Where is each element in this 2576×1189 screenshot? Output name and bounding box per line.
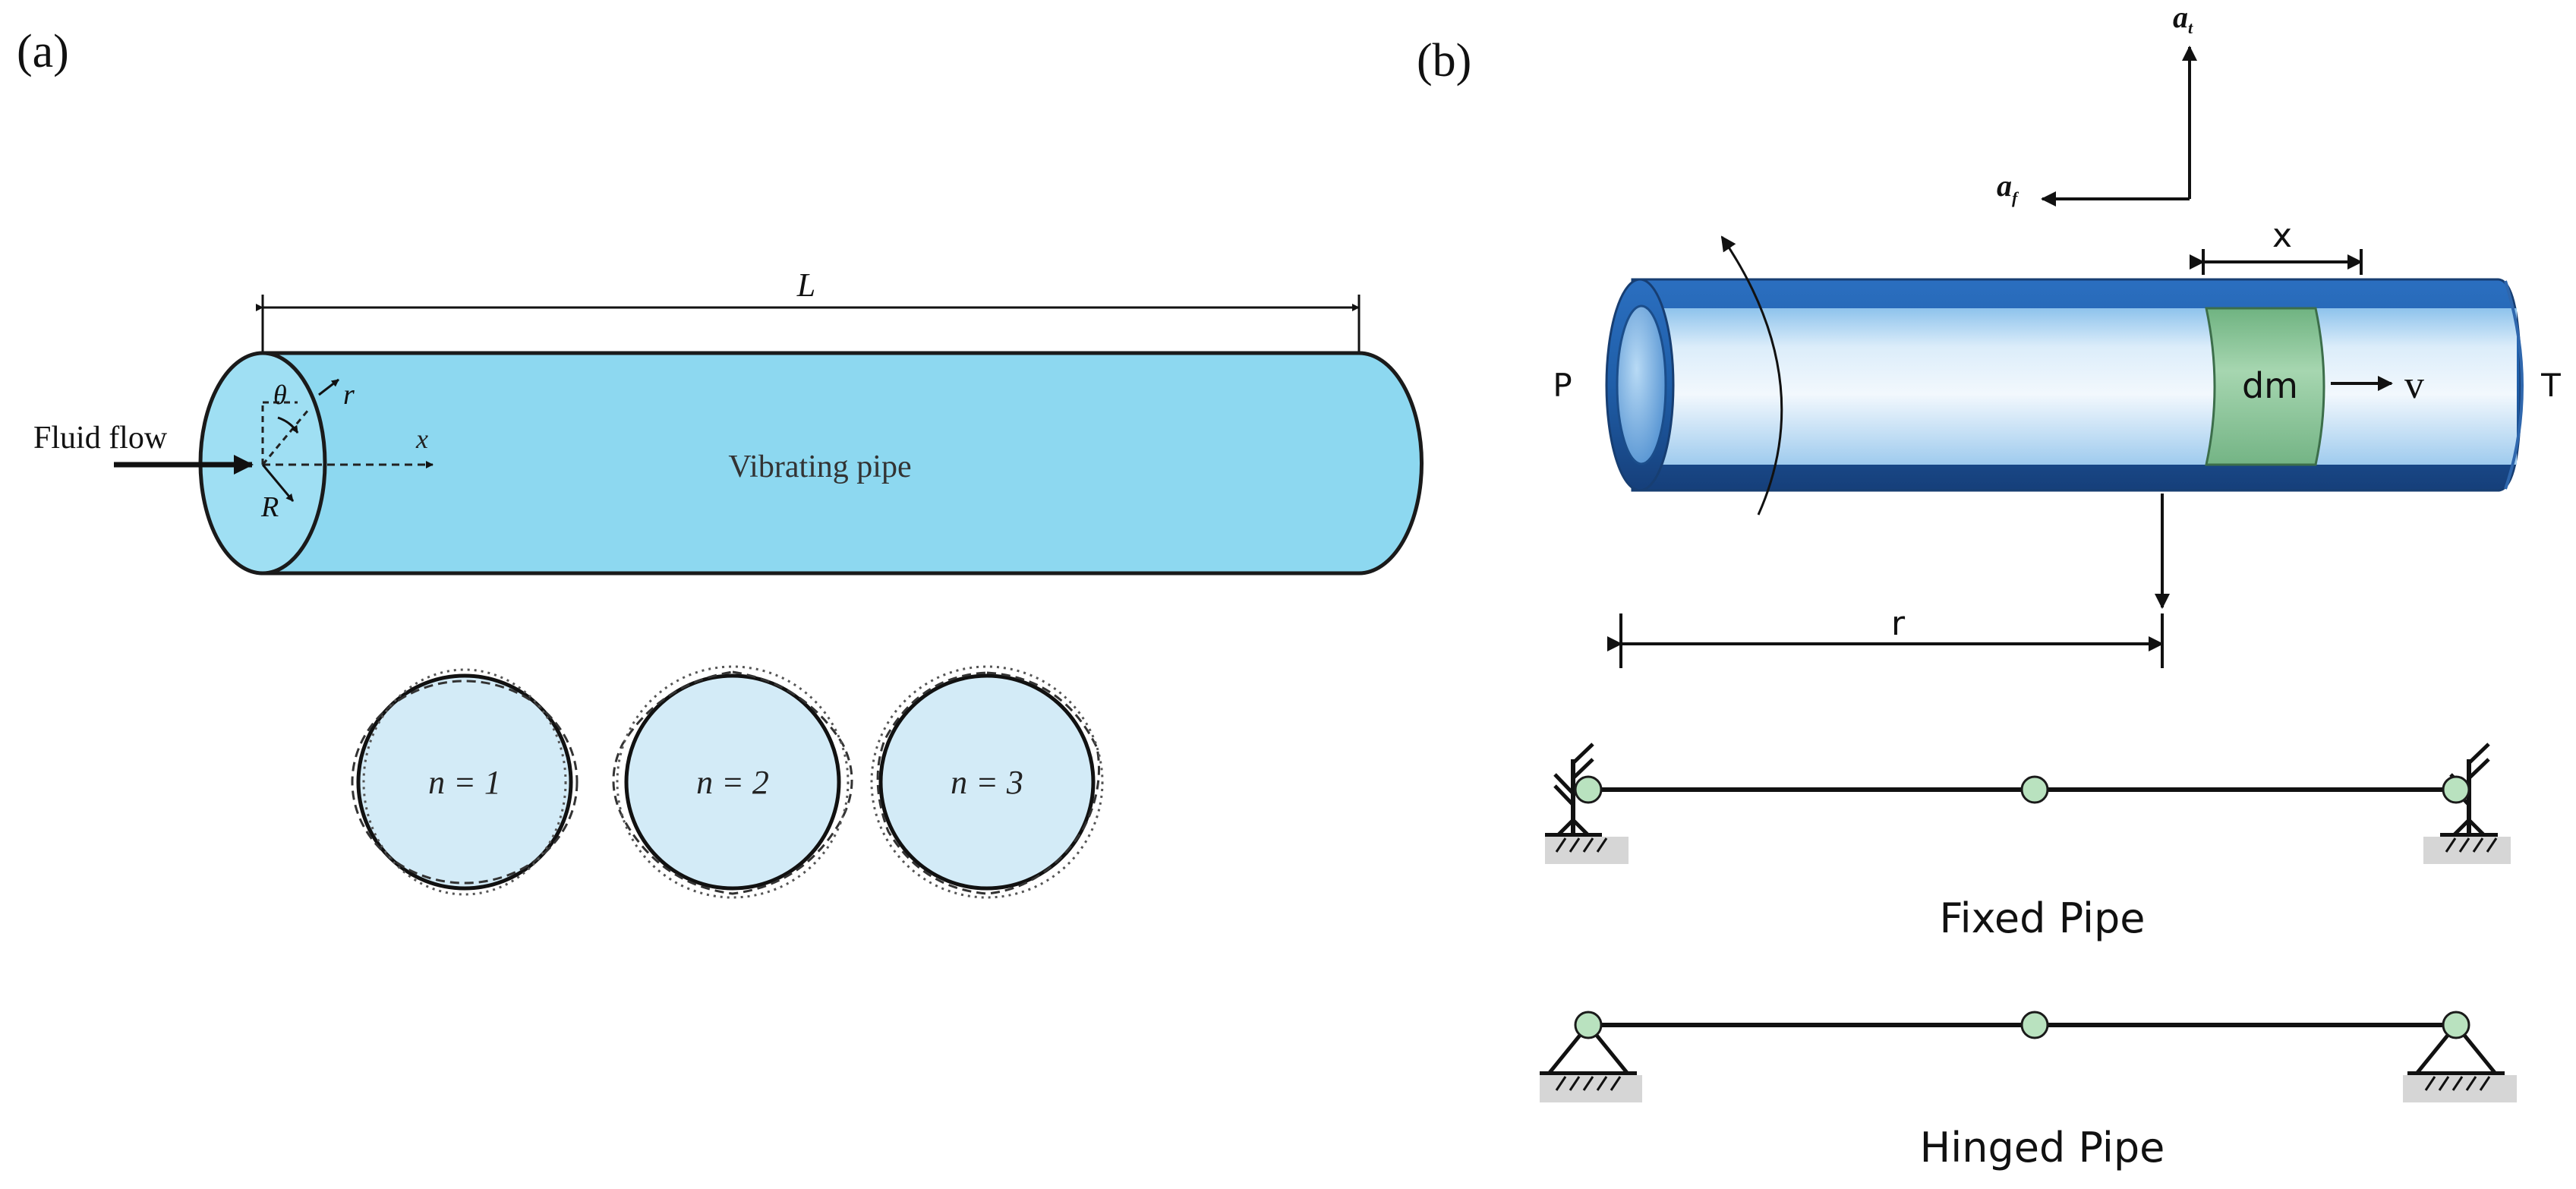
r-label: r: [343, 379, 355, 411]
pipe-right-rim: [2504, 280, 2524, 490]
fixed-pipe-diagram: Fixed Pipe: [1545, 743, 2511, 942]
fixed-left-node: [1574, 775, 1603, 804]
dm-element: [2205, 307, 2325, 466]
radius-label: R: [260, 491, 279, 523]
x-length-label: x: [2272, 216, 2292, 255]
accel-f-label: af: [1997, 169, 2019, 207]
fixed-right-node: [2442, 775, 2470, 804]
mode-shape-n1: n = 1: [351, 668, 579, 896]
fixed-pipe-caption: Fixed Pipe: [1940, 894, 2146, 942]
dm-label: dm: [2242, 365, 2298, 406]
r-direction-arrow: [318, 378, 339, 396]
inlet-label: P: [1553, 367, 1572, 404]
pipe-inlet-cap-inner: [1616, 304, 1667, 465]
fixed-left-ground: [1545, 837, 1629, 864]
theta-label: θ: [273, 380, 287, 410]
theta-arc: [277, 416, 299, 434]
mode-shape-n3: n = 3: [870, 665, 1104, 899]
mode-shape-n2: n = 2: [612, 665, 853, 899]
mode-label-n1: n = 1: [428, 764, 501, 801]
length-symbol: L: [796, 266, 815, 304]
vibrating-pipe-label: Vibrating pipe: [728, 449, 911, 484]
radius-arrow: [261, 464, 295, 502]
mode-label-n2: n = 2: [696, 764, 769, 801]
hinged-pipe-diagram: Hinged Pipe: [1540, 1011, 2517, 1172]
velocity-label: v: [2404, 364, 2424, 407]
mode-label-n3: n = 3: [951, 764, 1023, 801]
panel-b-label: (b): [1417, 35, 1471, 87]
r-distance-label: r: [1891, 604, 1906, 643]
hinged-pipe-caption: Hinged Pipe: [1920, 1124, 2165, 1172]
panel-a-label: (a): [17, 26, 69, 77]
fixed-mid-node: [2020, 775, 2049, 804]
accel-t-label: at: [2173, 0, 2193, 37]
rotation-arrow: [1720, 235, 1783, 516]
vibrating-pipe-body: [260, 351, 1424, 576]
panel-a: (a) L x r θ R Fluid flow Vibrating pipe …: [17, 26, 1424, 899]
hinged-mid-node: [2020, 1011, 2049, 1039]
radial-dashed: [261, 409, 310, 465]
outlet-label: T: [2540, 367, 2561, 404]
hinged-left-node: [1574, 1011, 1603, 1039]
fluid-flow-label: Fluid flow: [33, 421, 168, 456]
pipe-inner-bore: [1632, 308, 2517, 465]
x-axis-label: x: [415, 424, 428, 454]
hinged-right-node: [2442, 1011, 2470, 1039]
panel-b: (b) at af x P T dm v r: [1417, 0, 2561, 1172]
